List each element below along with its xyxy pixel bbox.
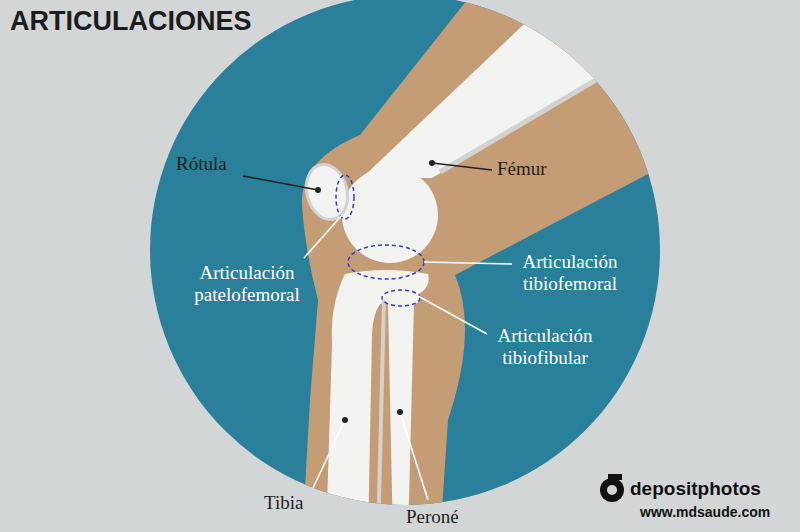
tibia-bone bbox=[326, 270, 429, 532]
joint-marker bbox=[348, 245, 424, 279]
leg-shape bbox=[302, 0, 675, 532]
leader-line bbox=[400, 412, 428, 500]
leader-line bbox=[243, 176, 318, 190]
joint-marker bbox=[382, 290, 420, 306]
femur-condyle bbox=[342, 167, 438, 263]
part-label: Peroné bbox=[406, 506, 459, 528]
part-label: Tibia bbox=[264, 492, 303, 514]
part-label: Rótula bbox=[176, 153, 227, 175]
leader-lines bbox=[243, 163, 512, 500]
joint-label: Articulación tibiofemoral bbox=[500, 251, 640, 295]
logo-icon-hole bbox=[607, 485, 617, 495]
femur-shading bbox=[440, 45, 655, 172]
leader-line bbox=[313, 420, 345, 488]
leader-dot bbox=[342, 417, 348, 423]
logo-icon bbox=[600, 478, 624, 502]
leader-dot bbox=[315, 187, 321, 193]
leader-line bbox=[424, 262, 512, 264]
leader-dot bbox=[397, 409, 403, 415]
leader-line bbox=[432, 163, 492, 170]
leader-line bbox=[304, 214, 343, 258]
watermark: depositphotos bbox=[630, 478, 761, 500]
patella-bone bbox=[300, 160, 353, 224]
joint-label: Articulación patelofemoral bbox=[172, 262, 322, 306]
leader-dots bbox=[315, 160, 435, 423]
joint-marker bbox=[336, 175, 354, 219]
page-title: ARTICULACIONES bbox=[10, 6, 252, 37]
watermark: www.mdsaude.com bbox=[640, 504, 770, 520]
leader-dot bbox=[429, 160, 435, 166]
joint-label: Articulación tibiofibular bbox=[475, 325, 615, 369]
leader-line bbox=[418, 296, 487, 334]
tibia-shading bbox=[378, 300, 384, 532]
part-label: Fémur bbox=[497, 158, 547, 180]
femur-shaft bbox=[362, 0, 675, 178]
logo-icon-top bbox=[608, 474, 622, 480]
